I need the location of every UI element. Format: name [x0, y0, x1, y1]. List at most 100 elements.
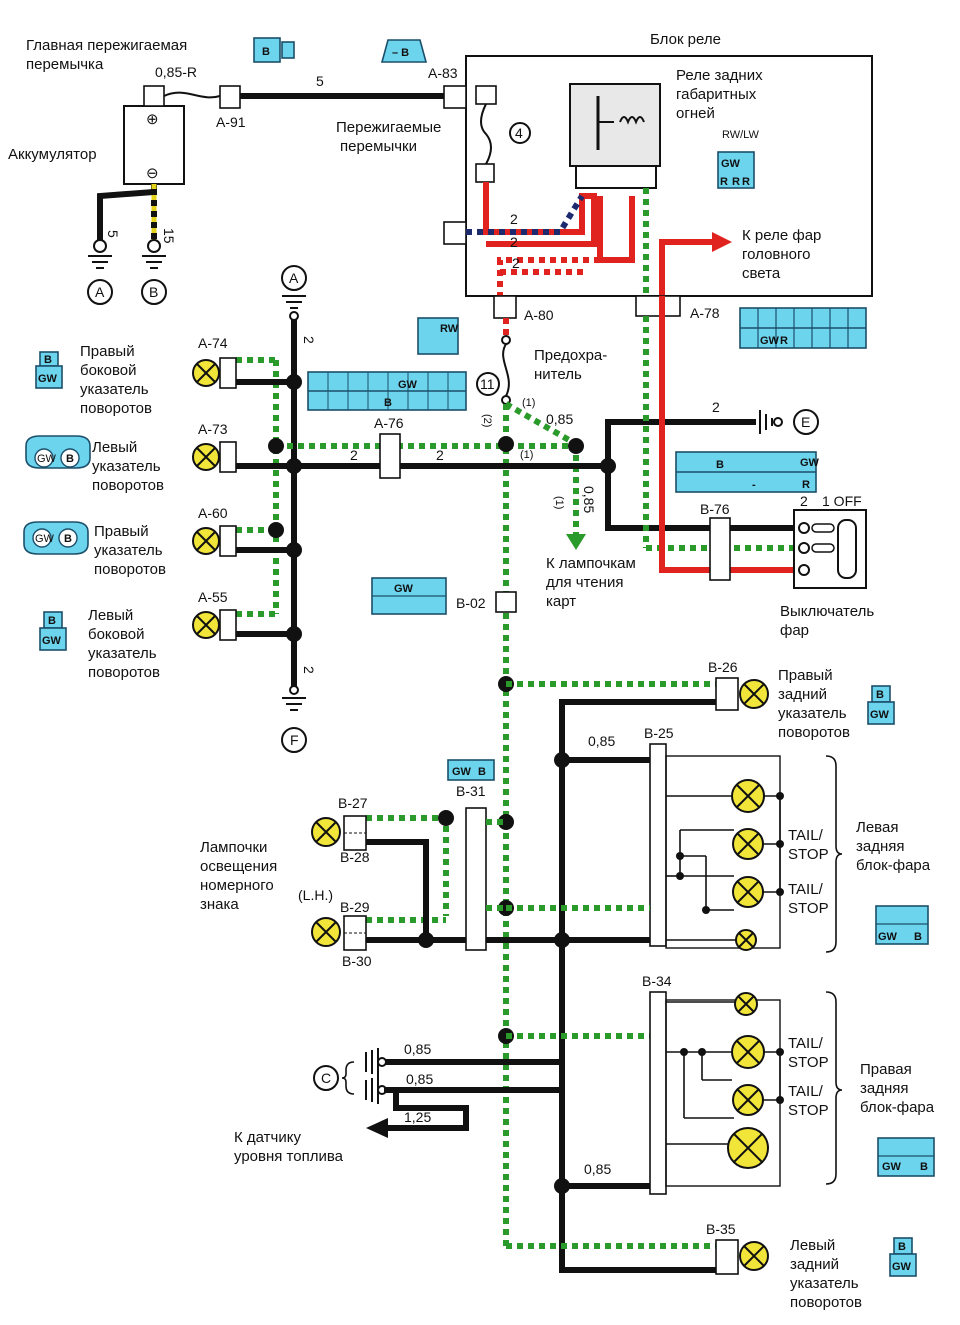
connector-b02 — [495, 591, 517, 613]
svg-text:B: B — [876, 689, 884, 701]
fuse-node-1b: (1) — [520, 449, 533, 461]
right-rear-combo-bulbs — [727, 992, 769, 1169]
svg-text:⊕: ⊕ — [146, 111, 159, 128]
combo-dots — [680, 1048, 784, 1104]
ground-icon — [88, 239, 166, 269]
left-rear-combo-frame — [665, 755, 781, 949]
lamp-b29 — [311, 915, 367, 951]
connector-b34 — [649, 991, 667, 1195]
a80-connector-icon: RW — [417, 317, 459, 355]
tail-stop-b: TAIL/STOP — [788, 881, 829, 917]
switch-wire-2: 2 — [800, 493, 808, 509]
svg-text:B: B — [898, 1241, 906, 1253]
block-wire-2a: 2 — [510, 211, 518, 227]
left-rear-combo-bulbs — [731, 779, 765, 951]
label-a55: A-55 — [198, 589, 228, 605]
switch-off-label: 1 OFF — [822, 493, 862, 509]
lamp-b35 — [739, 1241, 769, 1271]
tail-stop-c: TAIL/STOP — [788, 1035, 829, 1071]
connector-b25 — [649, 743, 667, 947]
svg-text:GW: GW — [760, 335, 780, 347]
ground-a-wire-size: 5 — [105, 230, 121, 238]
small-connector-icon: B GW — [889, 1237, 917, 1277]
map-node-1: (1) — [553, 496, 565, 509]
ground-b-letter: B — [149, 284, 158, 300]
connector-b26 — [715, 677, 739, 711]
wire-a91-size: 5 — [316, 73, 324, 89]
label-a60: A-60 — [198, 505, 228, 521]
connector-b76 — [709, 517, 731, 581]
lh-label: (L.H.) — [298, 887, 333, 903]
connector-a91 — [219, 85, 241, 109]
label-a80: A-80 — [524, 307, 554, 323]
block-wire-2b: 2 — [510, 234, 518, 250]
tail-stop-d: TAIL/STOP — [788, 1083, 829, 1119]
label-b25: B-25 — [644, 725, 674, 741]
label-b27: B-27 — [338, 795, 368, 811]
label-a74: A-74 — [198, 335, 228, 351]
license-dots — [418, 810, 454, 948]
combo-dots — [676, 792, 784, 914]
label-a78: A-78 — [690, 305, 720, 321]
headlamp-switch-icon — [793, 509, 867, 589]
ground-e-letter: E — [801, 414, 810, 430]
lamp-a60 — [192, 525, 237, 557]
connector-a76 — [379, 433, 401, 479]
svg-text:GW: GW — [37, 453, 57, 465]
connector-a80 — [493, 295, 517, 319]
label-b30: B-30 — [342, 953, 372, 969]
svg-text:B: B — [920, 1161, 928, 1173]
ground-a2-letter: A — [289, 270, 299, 286]
lamp-a55 — [192, 609, 237, 641]
fuse-node-1: (1) — [522, 397, 535, 409]
bus-wire-bottom-2: 2 — [301, 666, 317, 674]
svg-text:GW: GW — [800, 457, 820, 469]
label-b02: B-02 — [456, 595, 486, 611]
svg-text:-: - — [752, 479, 756, 491]
a76-connector-icon: GWB — [307, 371, 467, 411]
ground-e-wire: 2 — [712, 399, 720, 415]
svg-text:R: R — [742, 176, 750, 188]
block-connector-left — [443, 221, 467, 245]
fuse-node-2: (2) — [481, 414, 493, 427]
svg-text:GW: GW — [892, 1261, 912, 1273]
svg-text:R: R — [732, 176, 740, 188]
label-b76: B-76 — [700, 501, 730, 517]
c-wire-085b: 0,85 — [406, 1071, 433, 1087]
lamp-b27 — [311, 815, 367, 851]
bus-wire-top-2: 2 — [301, 336, 317, 344]
lamp-a73 — [192, 441, 237, 473]
label-b26: B-26 — [708, 659, 738, 675]
label-b35: B-35 — [706, 1221, 736, 1237]
double-connector-icon: GW B — [25, 435, 91, 469]
double-connector-icon: GW B — [23, 521, 89, 555]
battery-terminal — [143, 85, 165, 107]
bus-wire-2b: 2 — [436, 447, 444, 463]
fuse-label: Предохра-нитель — [534, 347, 607, 383]
relay-code-label: RW/LW — [722, 129, 759, 141]
svg-text:– B: – B — [392, 47, 409, 59]
svg-text:RW: RW — [440, 323, 459, 335]
svg-text:GW: GW — [452, 766, 472, 778]
relay-block-label: Блок реле — [650, 31, 721, 48]
link-number: 4 — [515, 125, 523, 141]
ground-icon — [282, 295, 306, 309]
svg-text:B: B — [44, 354, 52, 366]
svg-text:B: B — [66, 453, 74, 465]
ground-icon — [282, 697, 306, 711]
small-connector-icon: B GW — [39, 611, 67, 651]
block-wire-2c: 2 — [512, 255, 520, 271]
svg-text:B: B — [64, 533, 72, 545]
